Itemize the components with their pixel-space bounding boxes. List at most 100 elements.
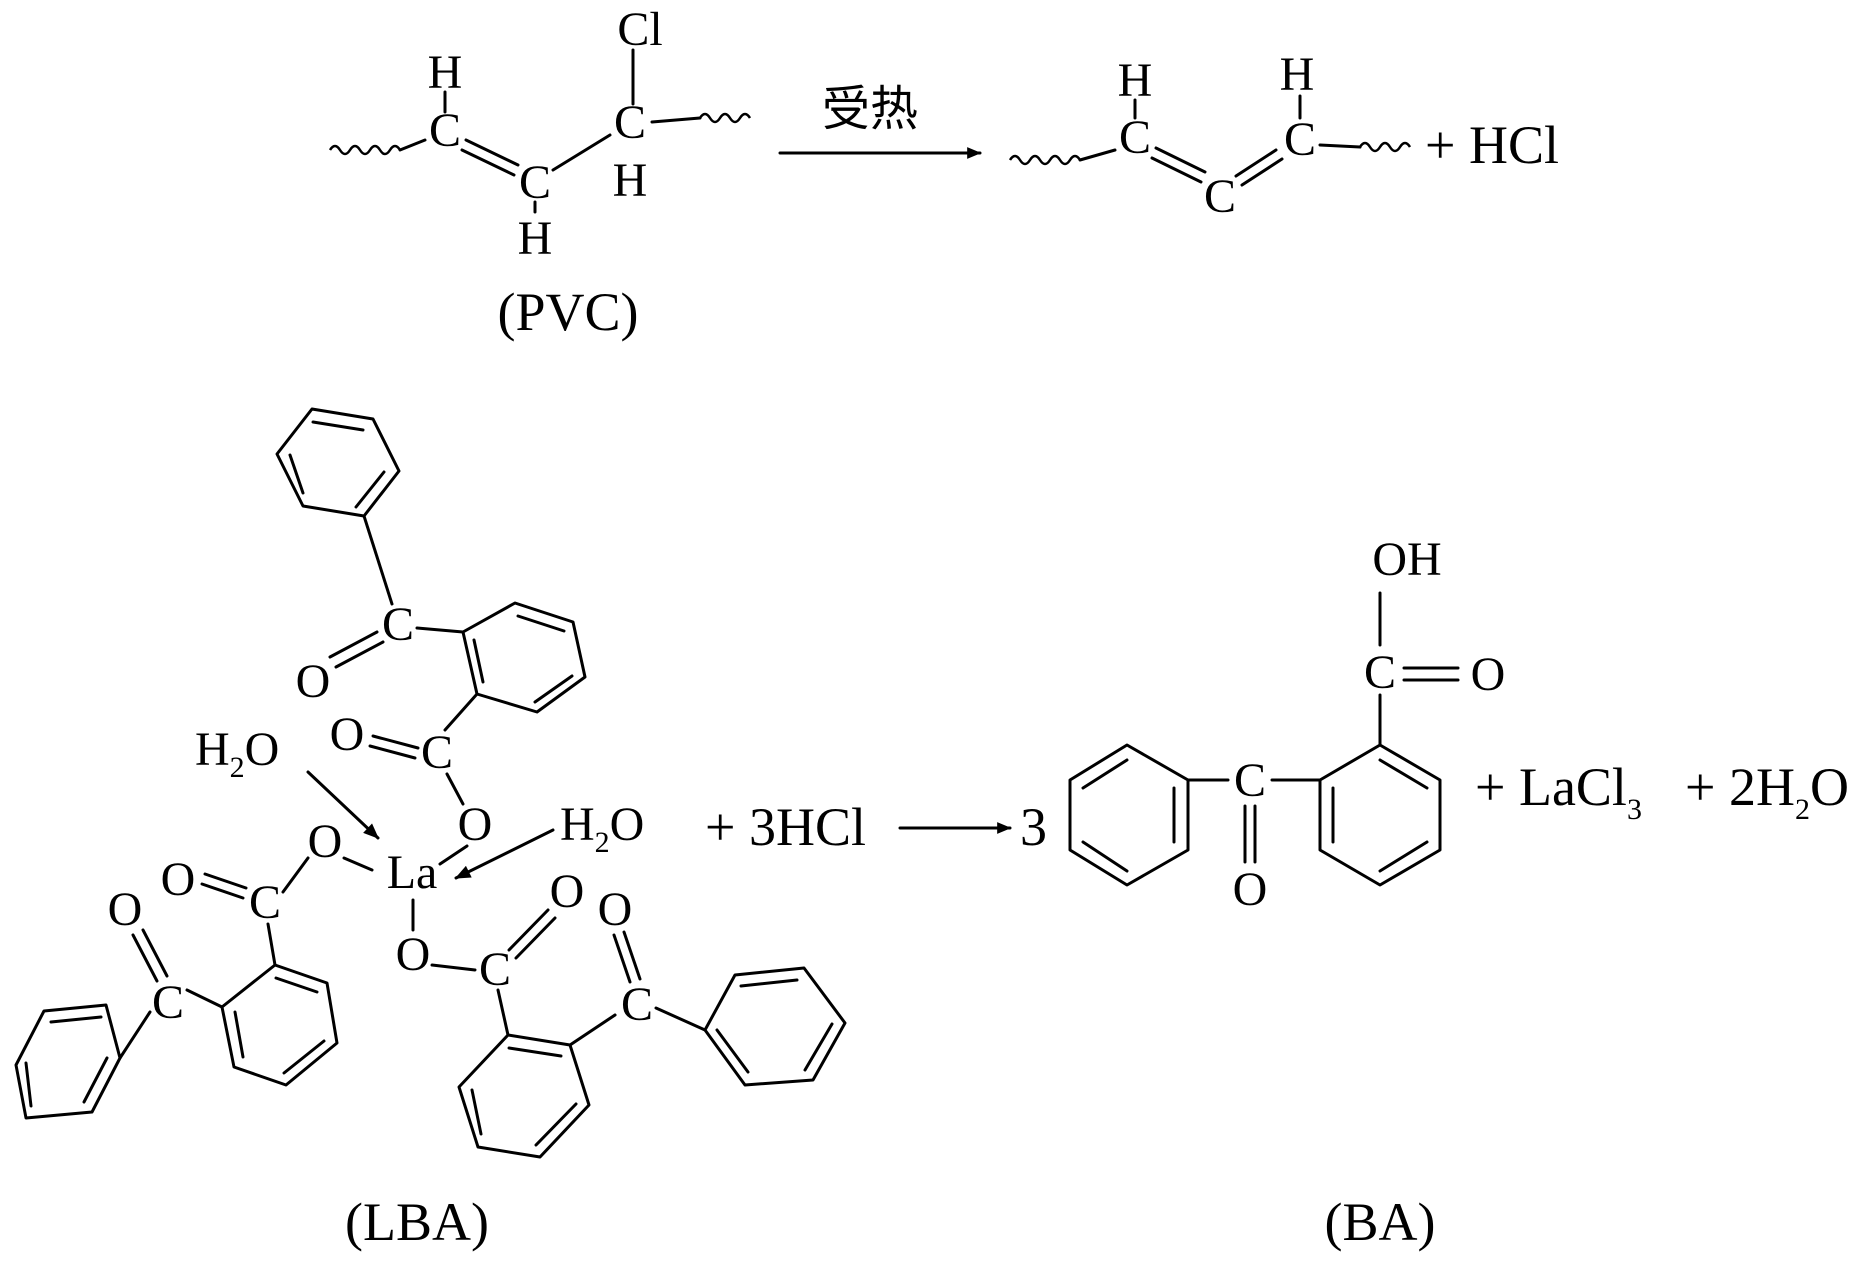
double-bond [507, 908, 550, 952]
benzene-ring [14, 1003, 122, 1120]
ba-label: (BA) [1325, 1192, 1436, 1252]
aromatic-bond [288, 453, 305, 495]
aromatic-bond [507, 1046, 563, 1058]
double-bond [200, 882, 245, 900]
atom-c: C [614, 96, 646, 149]
lba-structure: C O C O O La H2O [14, 407, 847, 1159]
double-bond [1234, 148, 1278, 178]
aromatic-bond [1378, 840, 1429, 873]
ba-structure: C O C O OH [1068, 533, 1506, 916]
aromatic-bond [472, 638, 485, 684]
aromatic-bond [470, 1088, 483, 1136]
atom-o: O [598, 883, 633, 936]
atom-c: C [421, 726, 453, 779]
condition-heating: 受热 [822, 83, 918, 136]
hcl-byproduct: + HCl [1425, 115, 1559, 175]
atom-o: O [1471, 648, 1506, 701]
double-bond [460, 148, 516, 177]
stoichiometric-coefficient: 3 [1020, 797, 1047, 857]
aromatic-bond [274, 976, 319, 994]
aromatic-bond [49, 1015, 103, 1024]
bond [1318, 143, 1362, 149]
polyene-structure: C H C C H [1008, 48, 1412, 223]
atom-o: O [330, 708, 365, 761]
bond [654, 1006, 707, 1032]
aromatic-bond [354, 470, 386, 509]
double-bond [1240, 157, 1284, 187]
atom-c: C [1119, 111, 1151, 164]
double-bond [328, 630, 379, 659]
double-bond [1154, 146, 1207, 174]
bond [281, 856, 310, 894]
bond [438, 844, 469, 866]
water-ligand-right: H2O [560, 798, 644, 859]
polymer-chain-wave-left [1008, 154, 1082, 166]
atom-c: C [249, 876, 281, 929]
aromatic-bond [739, 978, 799, 988]
double-bond [334, 640, 385, 669]
bond [266, 922, 277, 967]
double-bond [464, 138, 520, 167]
double-bond [622, 930, 642, 981]
bond [1078, 148, 1117, 162]
aromatic-bond [803, 1022, 834, 1072]
double-bond [368, 744, 417, 760]
lba-label: (LBA) [345, 1192, 489, 1252]
bond [650, 116, 702, 124]
benzene-ring [1068, 743, 1190, 887]
bond [362, 514, 394, 606]
polymer-chain-wave-right [1358, 141, 1412, 153]
aromatic-bond [516, 614, 566, 633]
pvc-label: (PVC) [497, 282, 638, 342]
atom-o: O [396, 928, 431, 981]
water-coproduct: + 2H2O [1685, 757, 1849, 826]
polymer-chain-wave-left [328, 144, 402, 156]
atom-c: C [1234, 754, 1266, 807]
double-bond [1150, 156, 1203, 184]
atom-o: O [161, 853, 196, 906]
atom-c: C [519, 156, 551, 209]
atom-c: C [479, 943, 511, 996]
aromatic-bond [233, 1010, 245, 1059]
bond [568, 1013, 617, 1047]
bond [185, 988, 224, 1009]
aromatic-bond [533, 674, 574, 704]
atom-c: C [621, 978, 653, 1031]
atom-c: C [1364, 646, 1396, 699]
benzene-ring [220, 963, 339, 1087]
atom-o: O [458, 798, 493, 851]
atom-o: O [296, 655, 331, 708]
aromatic-bond [24, 1061, 33, 1108]
bond [445, 772, 465, 806]
aromatic-bond [282, 1039, 326, 1075]
bond [430, 963, 477, 972]
atom-c: C [382, 598, 414, 651]
double-bond [131, 933, 159, 983]
benzene-ring [457, 1033, 591, 1159]
atom-h: H [428, 46, 463, 99]
atom-o: O [108, 883, 143, 936]
atom-h: H [518, 212, 553, 265]
atom-cl: Cl [617, 3, 662, 56]
bond [342, 856, 374, 872]
coordination-arrow [306, 770, 380, 840]
polymer-chain-wave-right [698, 112, 752, 124]
bond [496, 988, 510, 1037]
benzene-ring [703, 966, 847, 1087]
atom-oh: OH [1372, 533, 1441, 586]
atom-h: H [1280, 48, 1315, 101]
bond [118, 1010, 152, 1060]
double-bond [514, 916, 557, 960]
atom-o: O [1233, 863, 1268, 916]
coordination-arrow [454, 828, 555, 880]
bond [443, 692, 479, 732]
pvc-structure: C H C H C Cl H [328, 3, 752, 265]
double-bond [371, 734, 420, 750]
atom-la: La [387, 846, 438, 899]
benzene-ring [1318, 743, 1442, 887]
aromatic-bond [82, 1056, 109, 1104]
water-ligand-left: H2O [195, 723, 279, 784]
bond [551, 133, 612, 172]
double-bond [141, 928, 169, 978]
